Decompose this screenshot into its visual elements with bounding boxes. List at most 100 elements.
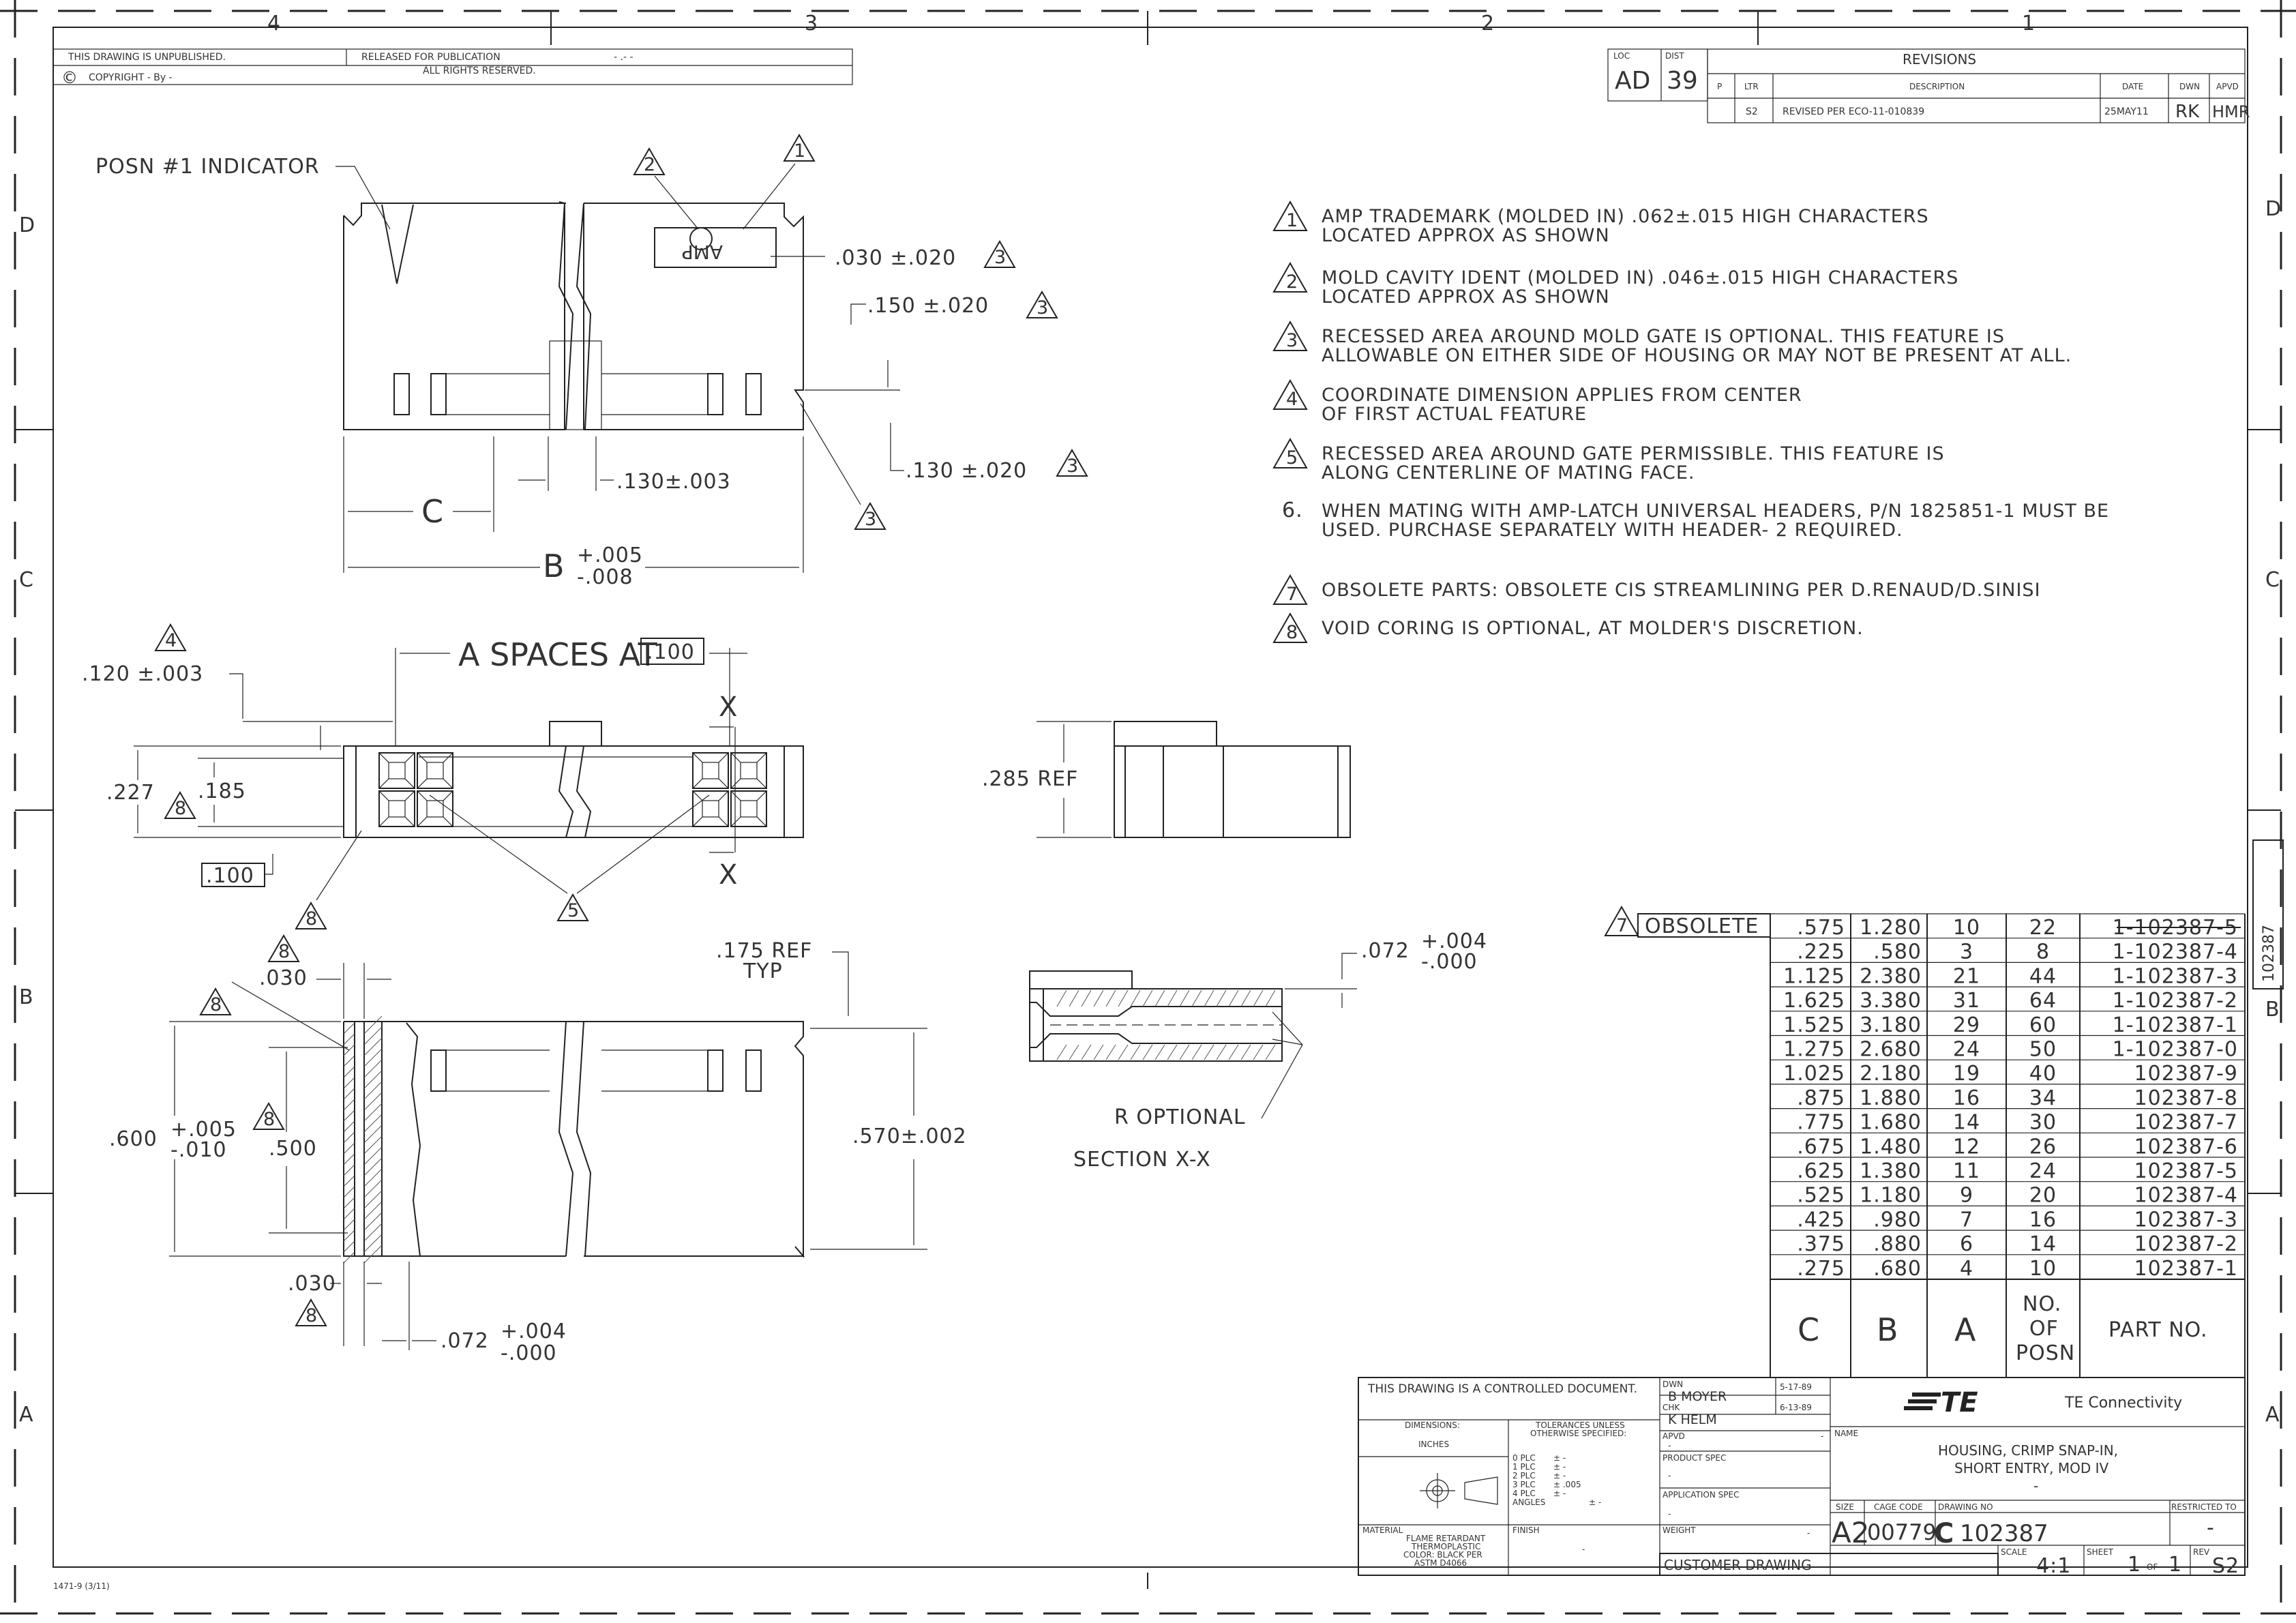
product-spec-label: PRODUCT SPEC xyxy=(1663,1453,1726,1463)
loc-dist-block: LOC DIST AD 39 xyxy=(1607,48,1708,102)
part-cell-posn: 16 xyxy=(2029,1208,2057,1232)
dimensions-label: DIMENSIONS: xyxy=(1405,1420,1460,1430)
dim-a-label: A SPACES AT xyxy=(458,636,658,673)
dimensions-unit: INCHES xyxy=(1418,1440,1449,1449)
dim-c-label: C xyxy=(421,493,443,530)
part-cell-b: .680 xyxy=(1873,1257,1922,1281)
cavity-outer xyxy=(730,752,767,789)
part-cell-c: 1.125 xyxy=(1783,964,1845,988)
cavity-inner xyxy=(388,762,406,779)
section-hatch xyxy=(1056,989,1276,1060)
part-cell-b: .880 xyxy=(1873,1232,1922,1256)
part-cell-a: 7 xyxy=(1960,1208,1973,1232)
zone-side-d-left: D xyxy=(19,213,35,237)
dim-030-side-top: .030 xyxy=(259,966,308,990)
cavity-outer xyxy=(378,790,415,827)
part-cell-a: 21 xyxy=(1953,964,1980,988)
dim-120: .120 ±.003 xyxy=(82,662,203,686)
zone-side-b-right: B xyxy=(2265,998,2280,1022)
part-cell-posn: 22 xyxy=(2029,916,2057,940)
dim-b-tol-minus: -.008 xyxy=(577,565,633,589)
svg-text:1: 1 xyxy=(794,140,806,162)
dim-600: .600 xyxy=(109,1127,158,1151)
svg-text:3: 3 xyxy=(994,247,1007,268)
te-logo-text: TE xyxy=(1941,1387,1978,1418)
part-cell-a: 11 xyxy=(1953,1159,1980,1183)
svg-text:3: 3 xyxy=(865,509,877,530)
dim-185: .185 xyxy=(198,779,246,803)
part-cell-part-no: 1-102387-1 xyxy=(2113,1013,2238,1037)
part-cell-part-no: 102387-5 xyxy=(2134,1159,2238,1183)
title-block: THIS DRAWING IS A CONTROLLED DOCUMENT. D… xyxy=(1358,1377,2246,1578)
pitch-box: .100 xyxy=(646,640,695,664)
bottom-view-drawing: A SPACES AT .100 4 .120 ±.003 .227 8 .18… xyxy=(82,623,804,929)
part-cell-posn: 30 xyxy=(2029,1111,2057,1135)
part-cell-a: 14 xyxy=(1953,1111,1980,1135)
rev-col-description: DESCRIPTION xyxy=(1909,82,1965,91)
finish-value: - xyxy=(1582,1545,1585,1554)
col-header-part-no: PART NO. xyxy=(2108,1318,2208,1342)
part-cell-part-no: 1-102387-3 xyxy=(2113,964,2238,988)
zone-side-a-left: A xyxy=(19,1403,34,1427)
dim-150: .150 ±.020 xyxy=(867,294,989,318)
dim-030-top: .030 ±.020 xyxy=(835,246,956,270)
controlled-document-label: THIS DRAWING IS A CONTROLLED DOCUMENT. xyxy=(1367,1382,1637,1396)
copyright-symbol: © xyxy=(61,68,78,87)
hatch-pattern xyxy=(343,1015,383,1264)
part-cell-a: 12 xyxy=(1953,1135,1980,1159)
dim-030-side-bottom: .030 xyxy=(288,1272,336,1296)
note-flag-number: 8 xyxy=(1286,622,1298,643)
drawing-no-value: 102387 xyxy=(1960,1520,2048,1547)
app-spec-value: - xyxy=(1668,1509,1671,1519)
te-logo: TE xyxy=(1904,1387,1978,1418)
rev-col-date: DATE xyxy=(2122,82,2143,91)
part-cell-part-no: 102387-4 xyxy=(2134,1184,2238,1208)
part-cell-posn: 26 xyxy=(2029,1135,2057,1159)
cavity-inner xyxy=(702,762,719,779)
cavity-inner xyxy=(426,762,444,779)
note-flag-number: 7 xyxy=(1286,584,1298,605)
part-cell-posn: 50 xyxy=(2029,1038,2057,1062)
zone-side-a-right: A xyxy=(2265,1403,2280,1427)
section-mark-bottom: X xyxy=(719,859,737,891)
dim-b-tol-plus: +.005 xyxy=(577,544,643,567)
r-optional-label: R OPTIONAL xyxy=(1114,1105,1246,1129)
cage-code-label: CAGE CODE xyxy=(1874,1502,1923,1512)
scale-label: SCALE xyxy=(2001,1547,2027,1557)
note-text-line: USED. PURCHASE SEPARATELY WITH HEADER- 2… xyxy=(1322,520,1903,541)
zone-labels: 4 3 2 1 D C B A D C B A xyxy=(19,12,2281,1427)
tol-row-label: ANGLES xyxy=(1512,1498,1545,1507)
part-cell-b: 1.180 xyxy=(1860,1184,1922,1208)
part-cell-c: .875 xyxy=(1797,1086,1845,1110)
part-cell-posn: 8 xyxy=(2036,940,2050,964)
tol-heading-1: TOLERANCES UNLESS xyxy=(1535,1420,1625,1430)
sheet-label: SHEET xyxy=(2087,1547,2114,1557)
rev-col-p: P xyxy=(1717,82,1722,91)
cage-code-value: 00779 xyxy=(1867,1519,1937,1545)
scale-value: 4:1 xyxy=(2036,1554,2071,1578)
dim-100-box: .100 xyxy=(206,864,254,888)
part-name-line-2: SHORT ENTRY, MOD IV xyxy=(1954,1460,2109,1476)
part-cell-b: 1.380 xyxy=(1860,1159,1922,1183)
part-cell-b: 3.180 xyxy=(1860,1013,1922,1037)
part-cell-b: .980 xyxy=(1873,1208,1922,1232)
cavity-outer xyxy=(692,752,729,789)
part-cell-posn: 24 xyxy=(2029,1159,2057,1183)
restricted-value: - xyxy=(2207,1516,2215,1540)
dwn-date: 5-17-89 xyxy=(1780,1382,1812,1392)
released-value: - .- - xyxy=(614,52,633,63)
note-text-line: RECESSED AREA AROUND GATE PERMISSIBLE. T… xyxy=(1322,443,1945,464)
drawing-no-label: DRAWING NO xyxy=(1938,1502,1993,1512)
zone-top-4: 4 xyxy=(267,12,281,35)
size-value: A2 xyxy=(1832,1516,1869,1549)
part-cell-c: 1.025 xyxy=(1783,1062,1845,1086)
rev-value: S2 xyxy=(2212,1554,2239,1578)
dim-175-ref: .175 REF xyxy=(716,939,812,963)
part-cell-b: 1.480 xyxy=(1860,1135,1922,1159)
part-cell-c: 1.275 xyxy=(1783,1038,1845,1062)
note-text-line: AMP TRADEMARK (MOLDED IN) .062±.015 HIGH… xyxy=(1322,206,1929,227)
cavity-outer xyxy=(730,790,767,827)
svg-text:8: 8 xyxy=(305,1305,318,1326)
